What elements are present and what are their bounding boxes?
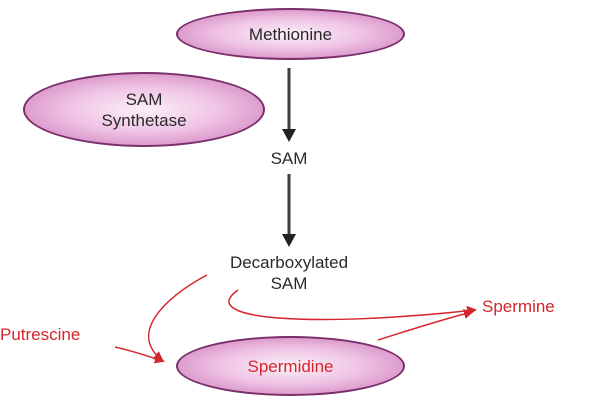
sam-synthetase-node: SAM Synthetase <box>23 72 265 147</box>
putrescine-label: Putrescine <box>0 325 81 344</box>
methionine-label: Methionine <box>248 24 333 44</box>
arrow-decarboxylated-sam-to-spermine <box>228 289 477 321</box>
methionine-node: Methionine <box>176 8 405 60</box>
decarboxylated-sam-label: Decarboxylated SAM <box>229 253 349 293</box>
arrow-decarboxylated-sam-to-spermidine <box>148 274 208 362</box>
sam-synthetase-label: SAM Synthetase <box>101 89 187 130</box>
arrow-putrescine-to-spermidine <box>114 346 165 364</box>
arrow-methionine-to-sam <box>282 68 296 142</box>
arrow-spermidine-to-spermine <box>377 309 474 341</box>
sam-label: SAM <box>270 149 308 168</box>
spermine-label: Spermine <box>482 297 555 316</box>
arrow-sam-to-decarboxylated-sam <box>282 174 296 247</box>
spermidine-label: Spermidine <box>247 356 334 376</box>
spermidine-node: Spermidine <box>176 336 405 396</box>
